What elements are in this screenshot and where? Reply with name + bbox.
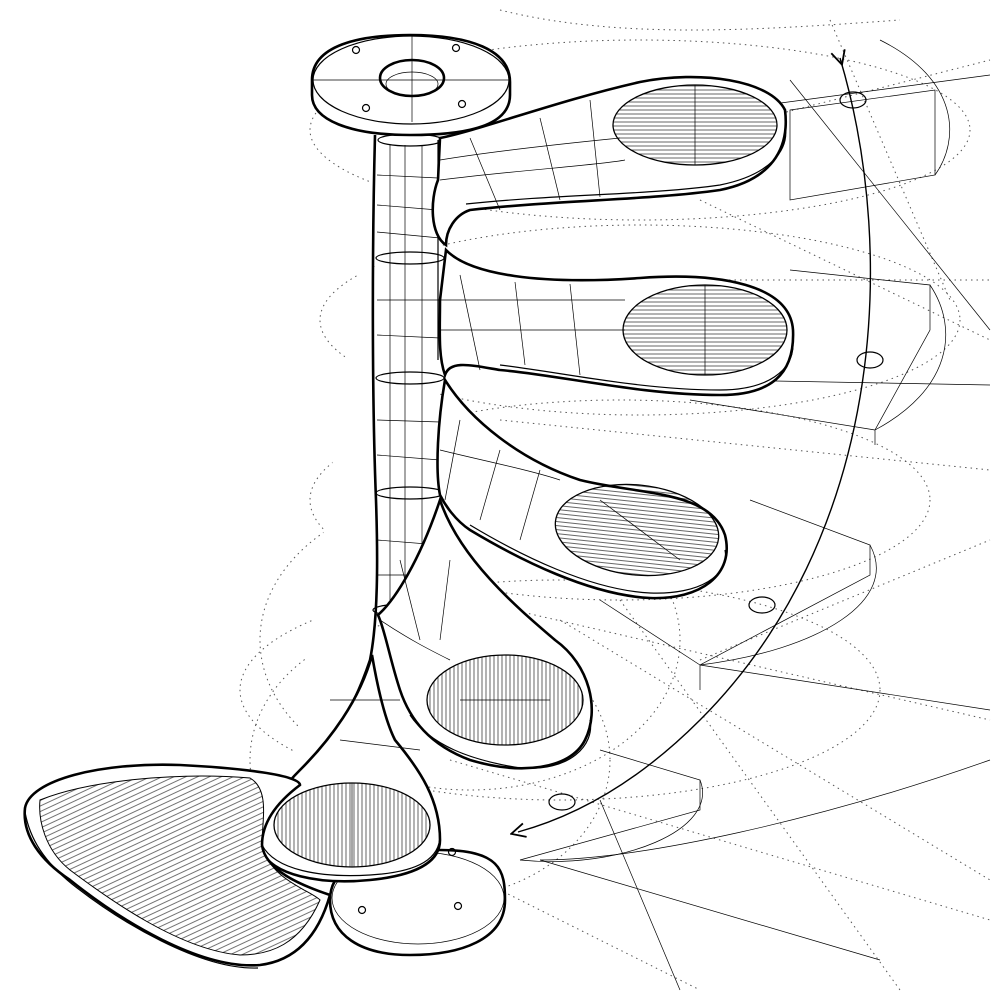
tread-2 bbox=[438, 247, 795, 397]
tread-5 bbox=[259, 654, 442, 883]
top-flange bbox=[310, 33, 512, 137]
central-column bbox=[289, 133, 445, 791]
tread-3 bbox=[436, 376, 728, 600]
bottom-landing bbox=[23, 763, 332, 969]
arrow-marker-4 bbox=[548, 793, 576, 811]
arrow-marker-1 bbox=[839, 91, 867, 109]
arrow-marker-3 bbox=[748, 596, 776, 614]
rotation-arrow bbox=[518, 58, 884, 832]
arrow-marker-2 bbox=[856, 351, 884, 369]
collar-3 bbox=[375, 371, 445, 385]
